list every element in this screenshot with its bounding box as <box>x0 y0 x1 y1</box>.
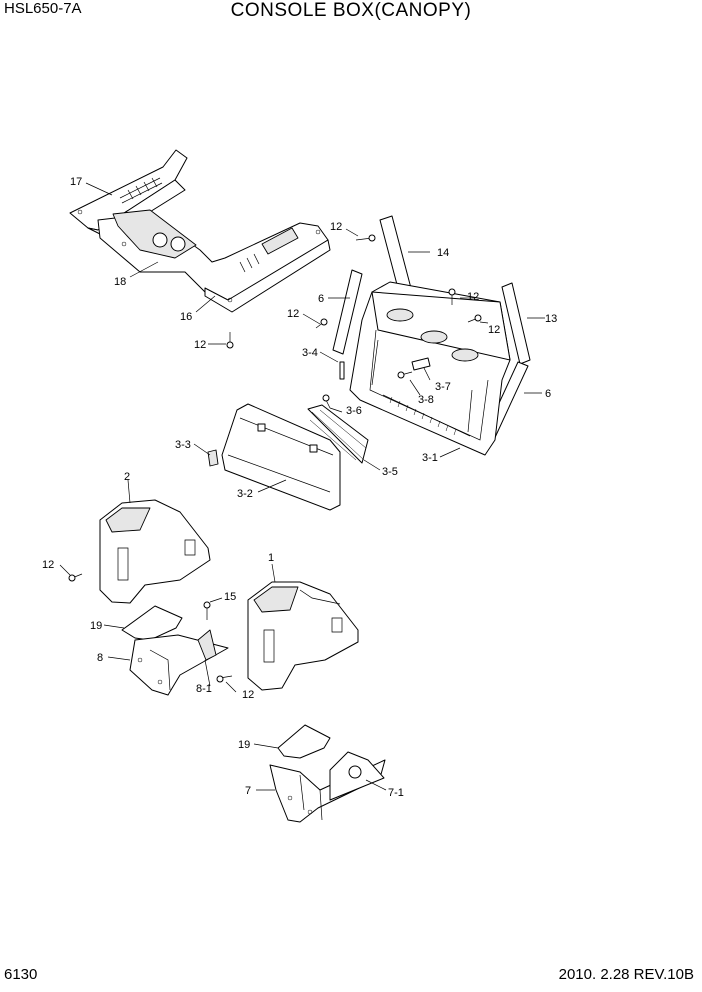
callout-12: 12 <box>488 324 500 336</box>
callout-1: 1 <box>268 552 274 564</box>
callout-7-1: 7-1 <box>388 787 404 799</box>
callout-8-1: 8-1 <box>196 683 212 695</box>
screws-12 <box>68 234 482 683</box>
callout-12: 12 <box>194 339 206 351</box>
callout-19: 19 <box>90 620 102 632</box>
callout-12: 12 <box>42 559 54 571</box>
callout-3-3: 3-3 <box>175 439 191 451</box>
upper-cover-assembly <box>69 149 331 313</box>
pin-3-4 <box>339 361 345 380</box>
callout-15: 15 <box>224 591 236 603</box>
model-number: HSL650-7A <box>4 0 82 17</box>
console-box-body <box>349 281 511 456</box>
callout-3-1: 3-1 <box>422 452 438 464</box>
callout-3-2: 3-2 <box>237 488 253 500</box>
mesh-panel-3-5 <box>307 404 369 464</box>
callout-12: 12 <box>242 689 254 701</box>
side-panel-2 <box>99 499 211 604</box>
callout-12: 12 <box>287 308 299 320</box>
callout-3-4: 3-4 <box>302 347 318 359</box>
callout-3-6: 3-6 <box>346 405 362 417</box>
callout-3-8: 3-8 <box>418 394 434 406</box>
page-number: 6130 <box>4 966 38 983</box>
callout-8: 8 <box>97 652 103 664</box>
bracket-7-assembly <box>269 724 386 823</box>
clip-3-3 <box>207 449 219 467</box>
page-title: CONSOLE BOX(CANOPY) <box>230 0 472 21</box>
callout-2: 2 <box>124 471 130 483</box>
callout-12: 12 <box>330 221 342 233</box>
callout-6: 6 <box>318 293 324 305</box>
callout-3-5: 3-5 <box>382 466 398 478</box>
callout-labels: 17 18 16 12 12 14 6 12 12 12 13 3-4 3-7 … <box>42 176 557 799</box>
callout-18: 18 <box>114 276 126 288</box>
callout-13: 13 <box>545 313 557 325</box>
callout-17: 17 <box>70 176 82 188</box>
bracket-13 <box>501 282 531 365</box>
clip-3-7 <box>411 357 431 371</box>
bracket-8-assembly <box>121 605 229 696</box>
callout-7: 7 <box>245 785 251 797</box>
callout-14: 14 <box>437 247 449 259</box>
callout-19: 19 <box>238 739 250 751</box>
callout-12: 12 <box>467 291 479 303</box>
leader-lines <box>59 182 545 791</box>
side-panel-1 <box>247 581 359 691</box>
strip-6-left <box>332 269 363 355</box>
revision-date: 2010. 2.28 REV.10B <box>558 966 694 983</box>
callout-16: 16 <box>180 311 192 323</box>
callout-3-7: 3-7 <box>435 381 451 393</box>
cover-plate-3-2 <box>221 403 341 511</box>
callout-6: 6 <box>545 388 551 400</box>
